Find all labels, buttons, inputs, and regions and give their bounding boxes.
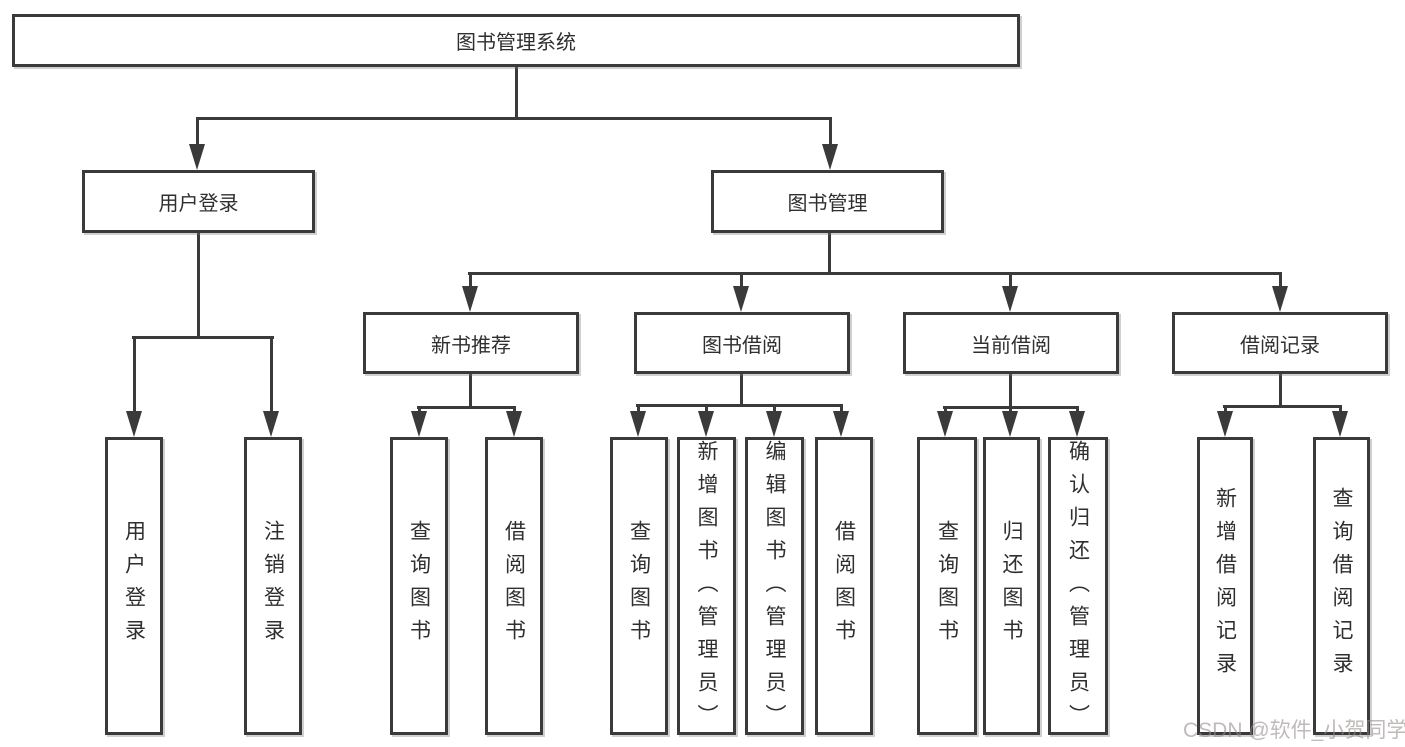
arrowhead-icon (698, 411, 714, 437)
leaf-borrow-books: 借阅图书 (815, 437, 873, 735)
node-borrow-records: 借阅记录 (1172, 312, 1388, 374)
arrowhead-icon (506, 411, 522, 437)
node-user-login: 用户登录 (82, 170, 315, 233)
arrowhead-icon (411, 411, 427, 437)
leaf-query-books-borrow: 查询图书 (610, 437, 668, 735)
node-book-borrow: 图书借阅 (634, 312, 850, 374)
node-label: 图书管理 (787, 193, 868, 215)
connector-stub (1339, 405, 1342, 413)
arrowhead-icon (1217, 411, 1233, 437)
arrowhead-icon (1069, 411, 1085, 437)
connector-stub (469, 272, 472, 288)
node-new-book-recommend: 新书推荐 (363, 312, 579, 374)
node-label: 借阅图书 (832, 520, 856, 652)
node-label: 查询图书 (627, 520, 651, 652)
arrowhead-icon (1272, 286, 1288, 312)
leaf-add-book-admin: 新增图书（管理员） (677, 437, 736, 737)
node-label: 查询图书 (935, 520, 959, 652)
connector-currentborrow-stem (1009, 374, 1012, 408)
leaf-logout-login: 注销登录 (244, 437, 302, 735)
node-label: 注销登录 (261, 520, 285, 652)
node-label: 用户登录 (158, 193, 239, 215)
leaf-query-books-newbook: 查询图书 (390, 437, 448, 735)
connector-stub (1009, 272, 1012, 288)
node-label: 新书推荐 (431, 334, 511, 357)
connector-stub (637, 404, 640, 413)
arrowhead-icon (1002, 411, 1018, 437)
node-label: 图书管理系统 (456, 32, 576, 54)
connector-bookborrow-split (636, 404, 843, 407)
arrowhead-icon (833, 411, 849, 437)
node-label: 编辑图书（管理员） (763, 440, 786, 737)
connector-bookborrow-stem (740, 374, 743, 406)
connector-root-split (196, 117, 832, 120)
connector-stub (513, 406, 516, 413)
arrowhead-icon (937, 411, 953, 437)
arrowhead-icon (1332, 411, 1348, 437)
leaf-query-books-current: 查询图书 (917, 437, 977, 735)
arrowhead-icon (189, 144, 205, 170)
node-label: 新增借阅记录 (1213, 487, 1237, 685)
leaf-return-books: 归还图书 (983, 437, 1040, 735)
connector-stub (1009, 406, 1012, 413)
connector-stub (1224, 405, 1227, 413)
connector-stub (705, 404, 708, 413)
arrowhead-icon (630, 411, 646, 437)
connector-userlogin-stem (197, 233, 200, 338)
node-current-borrow: 当前借阅 (903, 312, 1119, 374)
connector-stub (418, 406, 421, 413)
leaf-query-borrow-record: 查询借阅记录 (1313, 437, 1370, 735)
connector-userlogin-split (132, 336, 274, 339)
arrowhead-icon (766, 411, 782, 437)
arrowhead-icon (126, 411, 142, 437)
node-label: 用户登录 (122, 520, 146, 652)
connector-stub (1076, 406, 1079, 413)
node-label: 确认归还（管理员） (1066, 440, 1090, 737)
arrowhead-icon (1002, 286, 1018, 312)
leaf-confirm-return-admin: 确认归还（管理员） (1048, 437, 1108, 737)
connector-stub (829, 117, 832, 147)
connector-stub (840, 404, 843, 413)
connector-stub (944, 406, 947, 413)
connector-management-stem (828, 233, 831, 275)
node-label: 当前借阅 (971, 334, 1051, 357)
arrowhead-icon (263, 411, 279, 437)
connector-stub (740, 272, 743, 288)
connector-newbook-split (417, 406, 516, 409)
node-label: 新增图书（管理员） (695, 440, 718, 737)
connector-stub (270, 336, 273, 412)
connector-newbook-stem (469, 374, 472, 408)
node-label: 借阅图书 (502, 520, 526, 652)
connector-stub (196, 117, 199, 147)
leaf-borrow-books-newbook: 借阅图书 (485, 437, 543, 735)
arrowhead-icon (733, 286, 749, 312)
leaf-add-borrow-record: 新增借阅记录 (1197, 437, 1253, 735)
leaf-edit-book-admin: 编辑图书（管理员） (745, 437, 804, 737)
node-label: 查询借阅记录 (1330, 487, 1353, 685)
arrowhead-icon (462, 286, 478, 312)
connector-stub (773, 404, 776, 413)
connector-root-stem (515, 67, 518, 119)
node-library-system: 图书管理系统 (12, 14, 1020, 67)
node-label: 查询图书 (407, 520, 431, 652)
node-label: 借阅记录 (1240, 334, 1320, 357)
connector-borrowrecord-stem (1279, 374, 1282, 407)
arrowhead-icon (822, 144, 838, 170)
connector-management-split (468, 272, 1282, 275)
connector-stub (133, 336, 136, 412)
node-label: 归还图书 (1000, 520, 1023, 652)
node-label: 图书借阅 (702, 334, 782, 357)
leaf-user-login: 用户登录 (105, 437, 163, 735)
connector-borrowrecord-split (1223, 405, 1342, 408)
csdn-watermark: CSDN @软件_小贺同学 (1183, 719, 1405, 742)
node-book-management: 图书管理 (711, 170, 944, 233)
connector-stub (1279, 272, 1282, 288)
